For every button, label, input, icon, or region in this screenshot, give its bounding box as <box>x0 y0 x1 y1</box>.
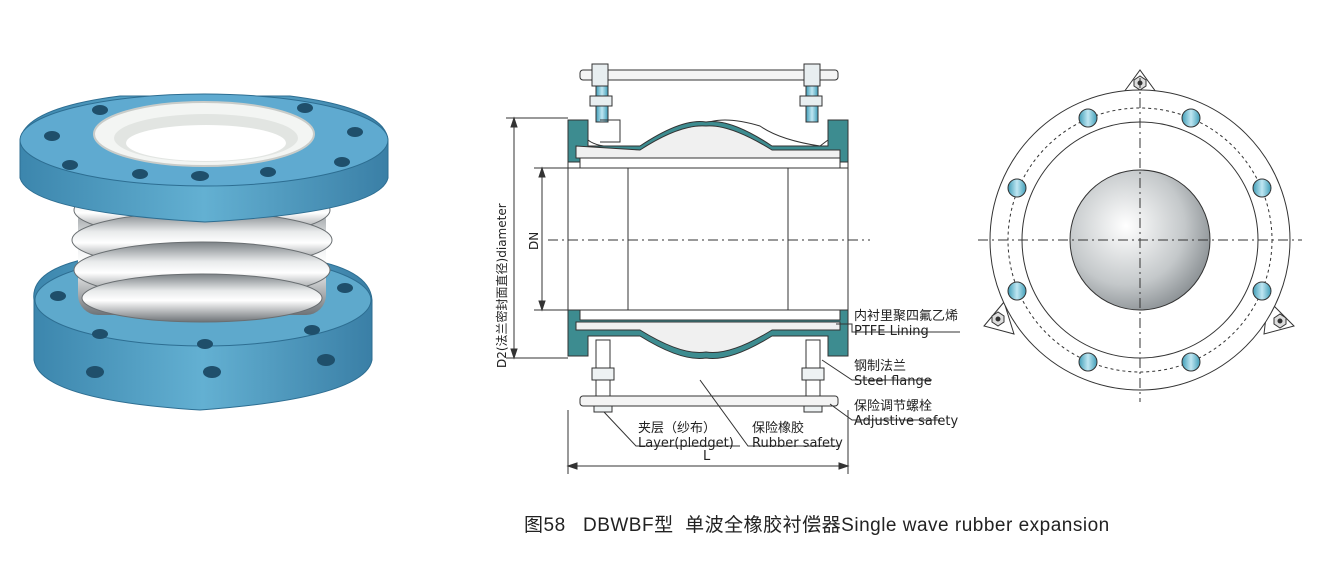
bolt-hole <box>50 291 66 301</box>
top-right-bolt <box>799 63 823 123</box>
bolt-hole <box>1078 108 1098 128</box>
bolt-label-en: Adjustive safety <box>854 414 958 429</box>
bolt-hole <box>347 127 363 137</box>
dn-label: DN <box>527 232 541 250</box>
bolt-hole <box>1252 281 1272 301</box>
bolt-hole <box>1181 108 1201 128</box>
bolt-hole <box>1078 352 1098 372</box>
leader-ptfe <box>836 323 960 333</box>
flange-label-en: Steel flange <box>854 374 932 389</box>
layer-label-cn: 夹层（纱布） <box>638 421 716 436</box>
bolt-hole <box>304 325 320 335</box>
bolt-hole <box>1007 281 1027 301</box>
leader-layer <box>603 411 740 447</box>
bottom-right-bolt <box>801 339 825 413</box>
model-number: DBWBF型 <box>582 515 674 536</box>
bolt-hole <box>191 171 209 181</box>
bolt-hole <box>1007 178 1027 198</box>
bolt-hole <box>337 283 353 293</box>
layer-label-en: Layer(pledget) <box>638 436 734 451</box>
bolt-hole <box>44 131 60 141</box>
rubber-label-en: Rubber safety <box>752 436 843 451</box>
bolt-hole <box>297 103 313 113</box>
flange-label-cn: 钢制法兰 <box>854 359 906 374</box>
figure-caption: 图58 DBWBF型 单波全橡胶衬偿器Single wave rubber ex… <box>524 510 1110 537</box>
bottom-tie-rod <box>579 395 839 407</box>
figure-number: 图58 <box>524 515 566 536</box>
bolt-hole <box>317 354 335 366</box>
product-name-cn: 单波全橡胶衬偿器 <box>685 515 842 536</box>
end-bolt-holes <box>1007 108 1272 372</box>
section-view <box>506 63 960 474</box>
length-label: L <box>703 449 711 464</box>
rubber-label-cn: 保险橡胶 <box>752 420 804 436</box>
bolt-hole <box>62 160 78 170</box>
bolt-hole <box>1181 352 1201 372</box>
product-photo <box>19 93 389 411</box>
leader-rubber <box>699 379 840 447</box>
ptfe-label-cn: 内衬里聚四氟乙烯 <box>854 308 958 324</box>
leader-bolt <box>829 403 940 421</box>
ptfe-label-en: PTFE Lining <box>854 324 929 339</box>
bolt-hole <box>203 366 221 378</box>
end-view <box>978 69 1302 402</box>
bolt-hole <box>132 169 148 179</box>
top-left-bolt <box>589 63 613 123</box>
bolt-hole <box>92 329 108 339</box>
bolt-hole <box>86 366 104 378</box>
d2-label: D2(法兰密封面直径)diameter <box>494 203 509 368</box>
steel-bellows <box>71 181 333 323</box>
bolt-hole <box>1252 178 1272 198</box>
product-name-en: Single wave rubber expansion <box>841 515 1110 536</box>
top-tie-rod <box>579 69 839 81</box>
bolt-hole <box>92 105 108 115</box>
leader-flange <box>821 359 932 381</box>
bolt-label-cn: 保险调节螺栓 <box>854 399 932 414</box>
bolt-hole <box>260 167 276 177</box>
bolt-hole <box>334 157 350 167</box>
bolt-hole <box>197 339 213 349</box>
